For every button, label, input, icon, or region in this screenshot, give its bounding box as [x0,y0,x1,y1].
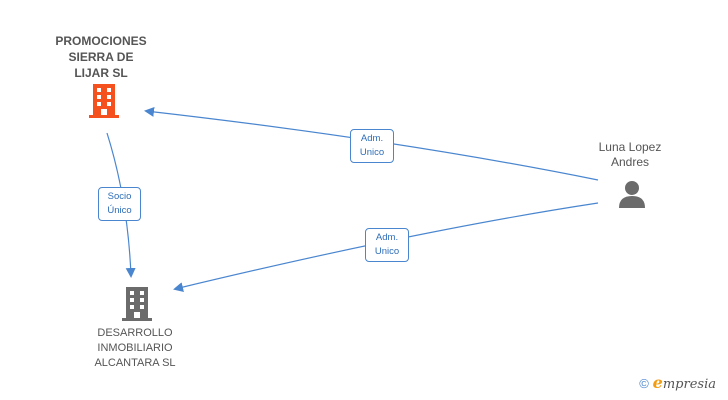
label-line: Luna Lopez [598,140,662,154]
label-line: PROMOCIONES [55,34,147,48]
label-line: ALCANTARA SL [94,357,176,369]
node-label-luna: Luna Lopez Andres [580,140,680,170]
copyright-icon: © [639,376,649,391]
edge-label-luna-to-desarrollo[interactable]: Adm. Unico [365,228,409,262]
label-line: SIERRA DE [68,50,134,64]
edge-label-line: Unico [374,246,400,257]
edge-label-line: Adm. [360,133,384,144]
label-line: LIJAR SL [74,66,128,80]
building-icon[interactable] [121,286,153,322]
edge-label-luna-to-promociones[interactable]: Adm. Unico [350,129,394,163]
person-icon[interactable] [617,179,647,209]
edge-label-line: Único [107,205,132,216]
building-icon[interactable] [88,83,120,119]
edge-label-promociones-to-desarrollo[interactable]: Socio Único [98,187,141,221]
edge-label-line: Unico [359,147,385,158]
brand-e: e [652,373,663,392]
brand-name: mpresia [662,377,716,392]
label-line: Andres [610,155,650,169]
node-label-promociones: PROMOCIONES SIERRA DE LIJAR SL [40,33,162,81]
brand-logo: © empresia [639,373,716,392]
edge-label-line: Socio [107,191,132,202]
node-label-desarrollo: DESARROLLO INMOBILIARIO ALCANTARA SL [72,326,198,371]
label-line: DESARROLLO [97,327,173,339]
label-line: INMOBILIARIO [97,342,173,354]
edge-label-line: Adm. [375,232,399,243]
